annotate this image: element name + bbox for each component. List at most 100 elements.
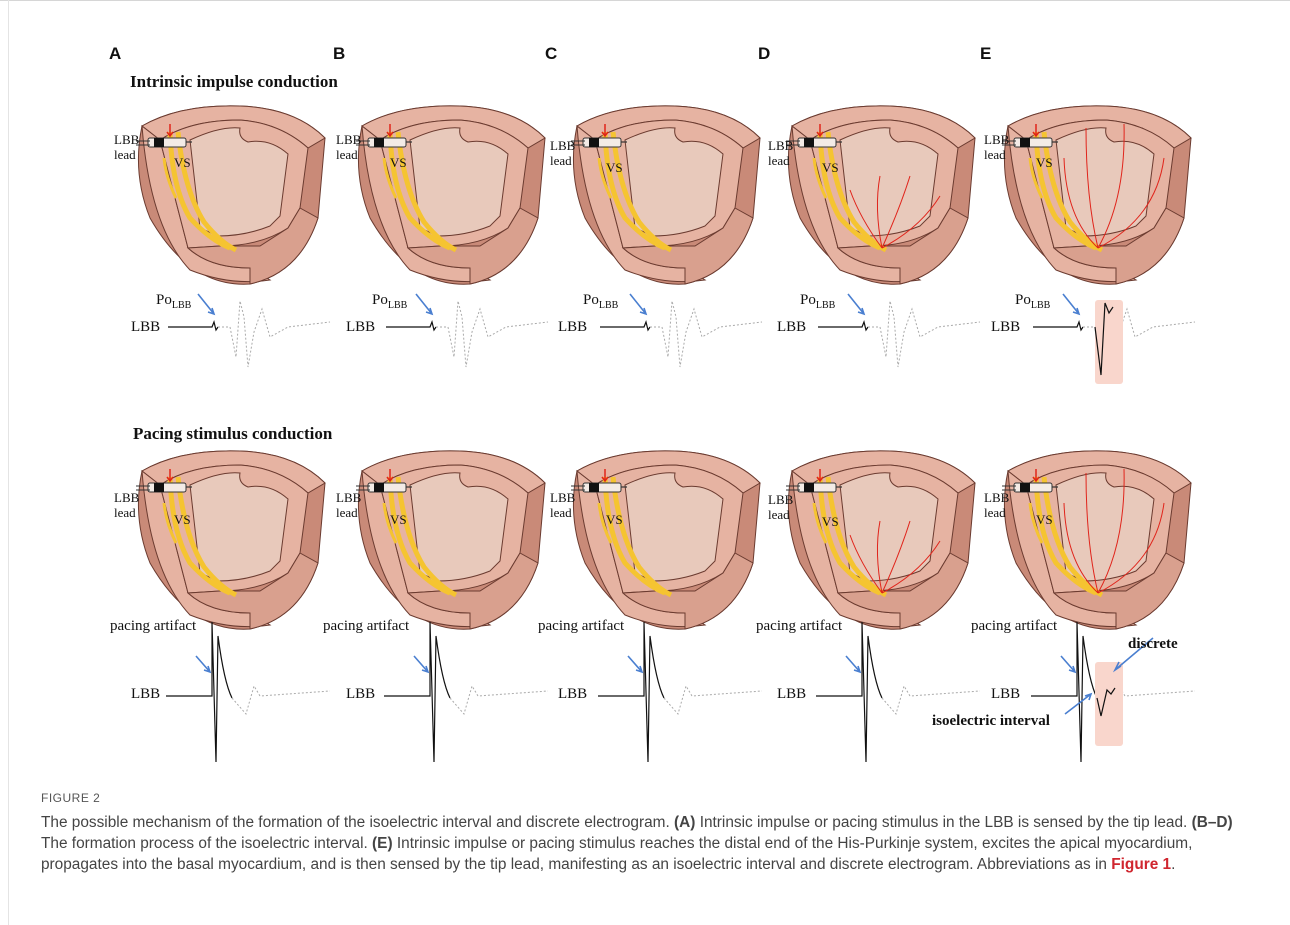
- ecg-baseline: [168, 322, 218, 330]
- heart-intrinsic-b: [340, 98, 550, 288]
- ecg-dotted-complex: [232, 686, 330, 714]
- blue-arrow: [1061, 656, 1075, 672]
- pacing-lead-tip: [374, 483, 384, 492]
- pacing-artifact-label-a: pacing artifact: [110, 618, 196, 635]
- blue-arrow: [1063, 294, 1079, 314]
- pacing-lead-tip: [589, 138, 599, 147]
- heart-diagram: [340, 98, 550, 288]
- lbb-trace-label-e1: LBB: [991, 319, 1020, 336]
- pacing-lead-tip: [1020, 483, 1030, 492]
- pacing-lead-body: [368, 138, 406, 147]
- heart-intrinsic-e: [986, 98, 1196, 288]
- vs-label-e1: VS: [1036, 155, 1053, 171]
- figure-caption: The possible mechanism of the formation …: [41, 812, 1261, 875]
- pacing-lead-tip: [1020, 138, 1030, 147]
- figure-1-link[interactable]: Figure 1: [1111, 856, 1171, 873]
- vs-label-d1: VS: [822, 160, 839, 176]
- heart-intrinsic-a: [120, 98, 330, 288]
- po-lbb-label-e: PoLBB: [1015, 292, 1050, 311]
- discrete-label: discrete: [1128, 636, 1178, 653]
- heart-diagram: [340, 443, 550, 633]
- pacing-lead-body: [368, 483, 406, 492]
- lbb-trace-label-c1: LBB: [558, 319, 587, 336]
- blue-arrow: [416, 294, 432, 314]
- heart-diagram: [555, 98, 765, 288]
- lbb-lead-label-d2: LBBlead: [768, 492, 793, 522]
- left-rule: [8, 0, 9, 925]
- blue-arrow: [414, 656, 428, 672]
- heart-pacing-a: [120, 443, 330, 633]
- pacing-lead-body: [798, 138, 836, 147]
- po-lbb-label-c: PoLBB: [583, 292, 618, 311]
- pacing-lead-body: [148, 138, 186, 147]
- po-lbb-label-b: PoLBB: [372, 292, 407, 311]
- heart-diagram: [120, 98, 330, 288]
- panel-letter-b: B: [333, 44, 345, 64]
- pacing-lead-tip: [154, 483, 164, 492]
- blue-arrow: [196, 656, 210, 672]
- ecg-dotted-complex: [436, 301, 548, 367]
- heart-intrinsic-d: [770, 98, 980, 288]
- blue-arrow: [630, 294, 646, 314]
- pacing-lead-body: [1014, 483, 1052, 492]
- pacing-spike: [1031, 622, 1097, 762]
- po-lbb-label-d: PoLBB: [800, 292, 835, 311]
- lbb-lead-label-a2: LBBlead: [114, 490, 139, 520]
- heart-diagram: [770, 98, 980, 288]
- blue-arrow: [198, 294, 214, 314]
- vs-label-c2: VS: [606, 512, 623, 528]
- heart-diagram: [986, 443, 1196, 633]
- pacing-artifact-label-d: pacing artifact: [756, 618, 842, 635]
- lbb-trace-label-a2: LBB: [131, 686, 160, 703]
- lbb-lead-label-e1: LBBlead: [984, 132, 1009, 162]
- vs-label-b2: VS: [390, 512, 407, 528]
- pacing-lead-body: [148, 483, 186, 492]
- pacing-lead-body: [583, 138, 621, 147]
- heart-pacing-e: [986, 443, 1196, 633]
- pacing-spike: [816, 622, 882, 762]
- section-title-pacing: Pacing stimulus conduction: [133, 424, 332, 444]
- isoelectric-arrow: [1065, 694, 1091, 714]
- pacing-lead-tip: [804, 138, 814, 147]
- ecg-dotted-complex: [450, 686, 548, 714]
- lbb-trace-label-e2: LBB: [991, 686, 1020, 703]
- ecg-dotted-complex: [664, 686, 762, 714]
- panel-letter-c: C: [545, 44, 557, 64]
- heart-diagram: [986, 98, 1196, 288]
- ecg-baseline: [818, 322, 868, 330]
- pacing-lead-tip: [804, 483, 814, 492]
- vs-label-c1: VS: [606, 160, 623, 176]
- heart-pacing-b: [340, 443, 550, 633]
- panel-letter-a: A: [109, 44, 121, 64]
- isoelectric-interval-label: isoelectric interval: [932, 713, 1050, 730]
- pacing-spike: [166, 622, 232, 762]
- heart-diagram: [120, 443, 330, 633]
- vs-label-d2: VS: [822, 514, 839, 530]
- pacing-lead-tip: [589, 483, 599, 492]
- section-title-intrinsic: Intrinsic impulse conduction: [130, 72, 338, 92]
- lbb-trace-label-a1: LBB: [131, 319, 160, 336]
- lbb-lead-label-b1: LBBlead: [336, 132, 361, 162]
- lbb-lead-label-c1: LBBlead: [550, 138, 575, 168]
- caption-ref-a: (A): [674, 814, 695, 831]
- ecg-baseline: [386, 322, 436, 330]
- lbb-trace-label-d2: LBB: [777, 686, 806, 703]
- panel-letter-e: E: [980, 44, 991, 64]
- lbb-lead-label-a1: LBBlead: [114, 132, 139, 162]
- pacing-spike: [598, 622, 664, 762]
- vs-label-e2: VS: [1036, 512, 1053, 528]
- lbb-trace-label-b1: LBB: [346, 319, 375, 336]
- lbb-trace-label-d1: LBB: [777, 319, 806, 336]
- ecg-baseline: [1033, 322, 1083, 330]
- caption-ref-e: (E): [372, 835, 393, 852]
- vs-label-b1: VS: [390, 155, 407, 171]
- vs-label-a2: VS: [174, 512, 191, 528]
- ecg-baseline: [600, 322, 650, 330]
- pacing-spike: [384, 622, 450, 762]
- top-rule: [0, 0, 1290, 1]
- blue-arrow: [846, 656, 860, 672]
- caption-ref-bd: (B–D): [1192, 814, 1233, 831]
- lbb-trace-label-b2: LBB: [346, 686, 375, 703]
- ecg-dotted-complex: [882, 686, 980, 714]
- ecg-dotted-complex: [650, 301, 762, 367]
